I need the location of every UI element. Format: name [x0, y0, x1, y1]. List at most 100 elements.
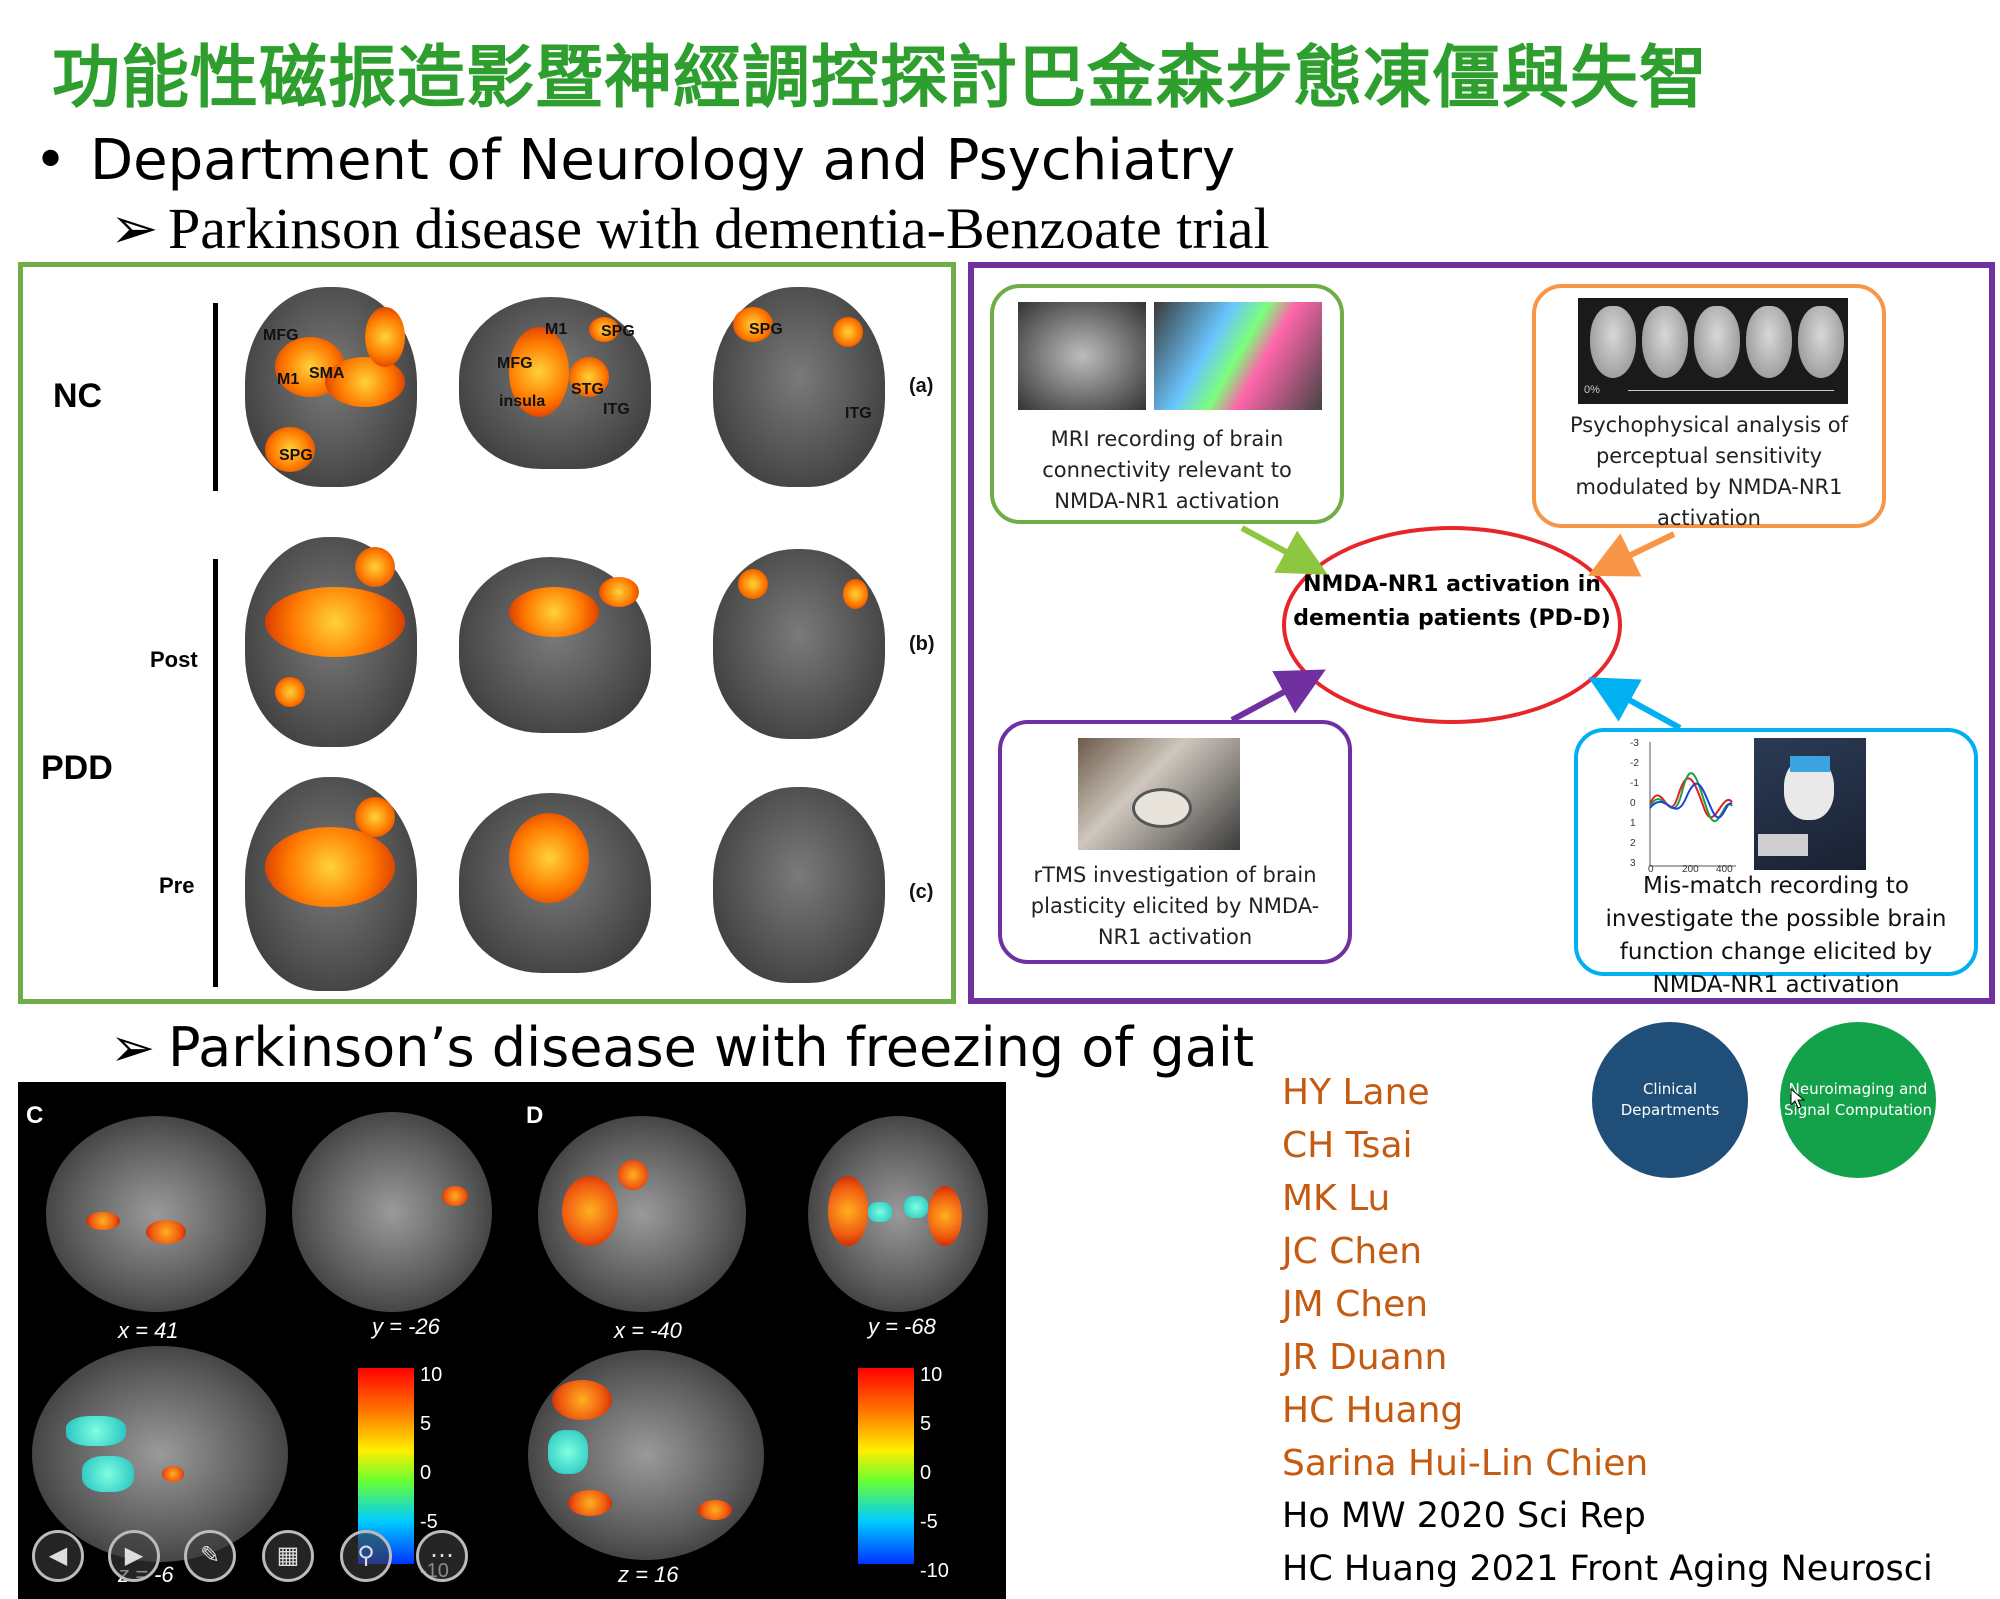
mmn-y-tick: -3 — [1630, 738, 1639, 749]
nmda-center-node: NMDA-NR1 activation in dementia patients… — [1282, 526, 1622, 724]
colorbar-tick: 5 — [420, 1413, 432, 1435]
faces-image: 0% — [1578, 298, 1848, 404]
activation-blob — [599, 577, 639, 607]
scale-line — [1628, 390, 1834, 391]
subtitle-benzoate-text: Parkinson disease with dementia-Benzoate… — [168, 196, 1270, 261]
brain-side-view-b — [459, 557, 651, 733]
slide-grid-button[interactable]: ▦ — [262, 1530, 314, 1582]
tms-coil-icon — [1132, 788, 1192, 828]
author-item: JR Duann — [1282, 1337, 1448, 1378]
activation-blob — [552, 1380, 612, 1420]
rtms-box-text: rTMS investigation of brain plasticity e… — [1030, 863, 1320, 949]
mmn-y-tick: -1 — [1630, 778, 1639, 789]
center-node-text: NMDA-NR1 activation in dementia patients… — [1293, 572, 1611, 631]
author-item: HC Huang — [1282, 1390, 1464, 1431]
mri-coronal-d — [808, 1116, 988, 1312]
face-icon — [1694, 306, 1740, 378]
deactivation-blob — [868, 1202, 892, 1222]
region-label: STG — [571, 381, 604, 398]
activation-blob — [265, 427, 315, 472]
mmn-wave-red — [1649, 777, 1733, 818]
activation-blob — [355, 797, 395, 837]
region-label: M1 — [277, 371, 300, 388]
region-label: MFG — [263, 327, 299, 344]
diagram-arrows — [1230, 525, 1682, 731]
more-options-button[interactable]: ⋯ — [416, 1530, 468, 1582]
activation-blob — [738, 569, 768, 599]
activation-blob — [828, 1176, 868, 1246]
pen-tool-button[interactable]: ✎ — [184, 1530, 236, 1582]
mmn-x-tick: 200 — [1682, 864, 1699, 875]
arrow-rtms — [1230, 669, 1326, 723]
author-item: HC Huang 2021 Front Aging Neurosci — [1282, 1549, 1933, 1589]
activation-blob — [509, 587, 599, 637]
region-label: ITG — [845, 405, 872, 422]
region-label: SPG — [749, 321, 783, 338]
mmn-x-tick: 0 — [1648, 864, 1654, 875]
mri-box-text: MRI recording of brain connectivity rele… — [1042, 427, 1292, 513]
activation-blob — [589, 317, 619, 342]
activation-blob — [265, 827, 395, 907]
row-tag-a: (a) — [909, 375, 934, 397]
nc-bracket — [213, 303, 218, 491]
group-label-pdd: PDD — [41, 749, 113, 787]
region-label: M1 — [545, 321, 568, 338]
mri-coronal-c — [292, 1112, 492, 1312]
coord-label: z = 16 — [618, 1562, 679, 1587]
psychophysical-box: 0% Psychophysical analysis of perceptual… — [1532, 284, 1886, 530]
author-item: Sarina Hui-Lin Chien — [1282, 1443, 1649, 1484]
author-item: HY Lane — [1282, 1072, 1430, 1113]
activation-blob — [162, 1466, 184, 1482]
activation-blob — [843, 579, 868, 609]
eeg-headset-photo — [1754, 738, 1866, 870]
bullet-icon: • — [34, 128, 68, 193]
colorbar-tick: -10 — [920, 1560, 949, 1582]
previous-slide-button[interactable]: ◀ — [32, 1530, 84, 1582]
mmn-y-tick: 0 — [1630, 798, 1636, 809]
activation-blob — [618, 1160, 648, 1190]
scale-label: 0% — [1584, 384, 1600, 396]
author-item: JM Chen — [1282, 1284, 1429, 1325]
activation-blob — [509, 327, 569, 417]
next-slide-button[interactable]: ▶ — [108, 1530, 160, 1582]
activation-blob — [265, 587, 405, 657]
mri-recording-box: MRI recording of brain connectivity rele… — [990, 284, 1344, 524]
colorbar-tick: 5 — [920, 1413, 932, 1435]
brain-side-view-c — [459, 793, 651, 973]
mouse-pointer-icon — [1790, 1088, 1806, 1109]
row-tag-b: (b) — [909, 633, 935, 655]
clinical-departments-circle: Clinical Departments — [1592, 1022, 1748, 1178]
colorbar-tick: 0 — [920, 1462, 932, 1484]
zoom-button[interactable]: ⚲ — [340, 1530, 392, 1582]
author-item: Ho MW 2020 Sci Rep — [1282, 1496, 1646, 1536]
activation-blob — [442, 1186, 468, 1206]
arrow-bullet-icon: ➢ — [110, 1016, 156, 1079]
face-icon — [1642, 306, 1688, 378]
mri-image — [1018, 302, 1146, 410]
activation-blob — [509, 813, 589, 903]
brain-top-view-a — [245, 287, 417, 487]
fmri-scan-panel: C D x = 41 y = -26 x = -40 y = -68 z = -… — [18, 1082, 1006, 1599]
row-tag-c: (c) — [909, 881, 934, 903]
arrow-mri — [1240, 525, 1328, 575]
deactivation-blob — [904, 1196, 928, 1218]
mmn-wave-blue — [1649, 782, 1733, 819]
deactivation-blob — [82, 1456, 134, 1492]
row-label-post: Post — [150, 647, 198, 672]
author-item: CH Tsai — [1282, 1125, 1413, 1166]
activation-blob — [928, 1186, 962, 1246]
mmn-x-tick: 400 — [1716, 864, 1733, 875]
amplifier-icon — [1758, 834, 1808, 856]
neuroimaging-circle: Neuroimaging and Signal Computation — [1780, 1022, 1936, 1178]
group-label-nc: NC — [53, 377, 103, 415]
coord-label: y = -26 — [372, 1314, 440, 1339]
brain-back-view-c — [713, 787, 885, 983]
mmn-waveform-plot — [1649, 742, 1736, 867]
brain-back-view-b — [713, 549, 885, 739]
subtitle-freezing-gait: ➢Parkinson’s disease with freezing of ga… — [110, 1016, 1254, 1079]
pdd-bracket — [213, 559, 218, 987]
panel-label-d: D — [526, 1102, 544, 1129]
colorbar-tick: -5 — [420, 1511, 438, 1533]
tractography-image — [1154, 302, 1322, 410]
